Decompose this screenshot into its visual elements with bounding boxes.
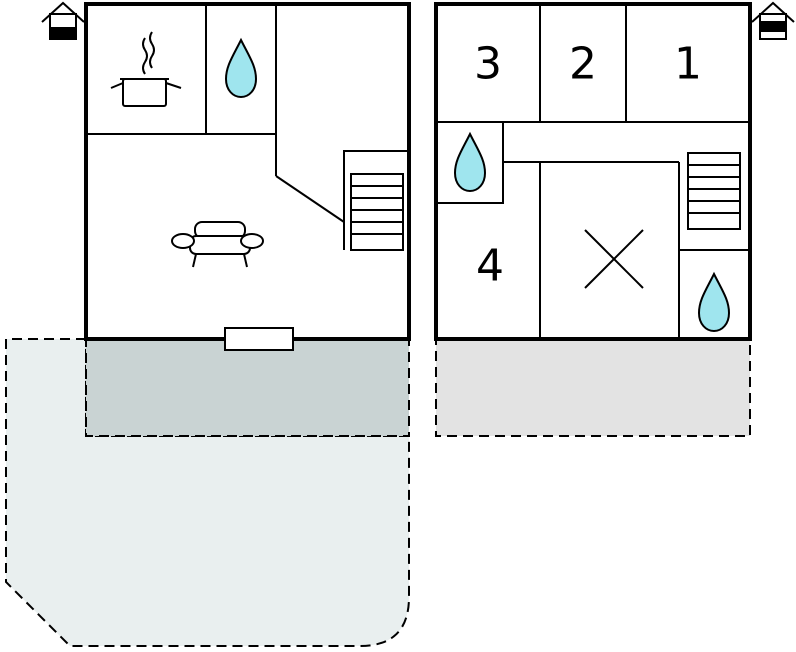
water-drop-icon [453,131,487,193]
stairs-icon [687,152,741,230]
entrance-door [224,327,294,351]
sofa-icon [171,221,264,268]
upper-floor-outer-wall [434,2,752,341]
room-number-4: 4 [476,241,504,292]
bathroom-wall [436,122,504,204]
floor-level-icon [751,1,795,40]
stairs-icon [350,173,404,251]
covered-terrace [85,338,410,437]
open-terrace [5,338,410,647]
floor-level-icon [41,1,85,40]
water-drop-icon [697,271,731,333]
balcony [435,338,751,437]
wall [275,175,345,223]
water-drop-icon [224,37,258,99]
room-number-1: 1 [674,39,702,90]
ground-floor [84,2,411,351]
room-number-2: 2 [569,39,597,90]
upper-floor: 3 2 1 4 [434,2,752,341]
room-number-3: 3 [474,39,502,90]
stair-well-wall [343,150,409,250]
stove-icon [110,31,182,107]
open-void-icon [584,229,644,289]
